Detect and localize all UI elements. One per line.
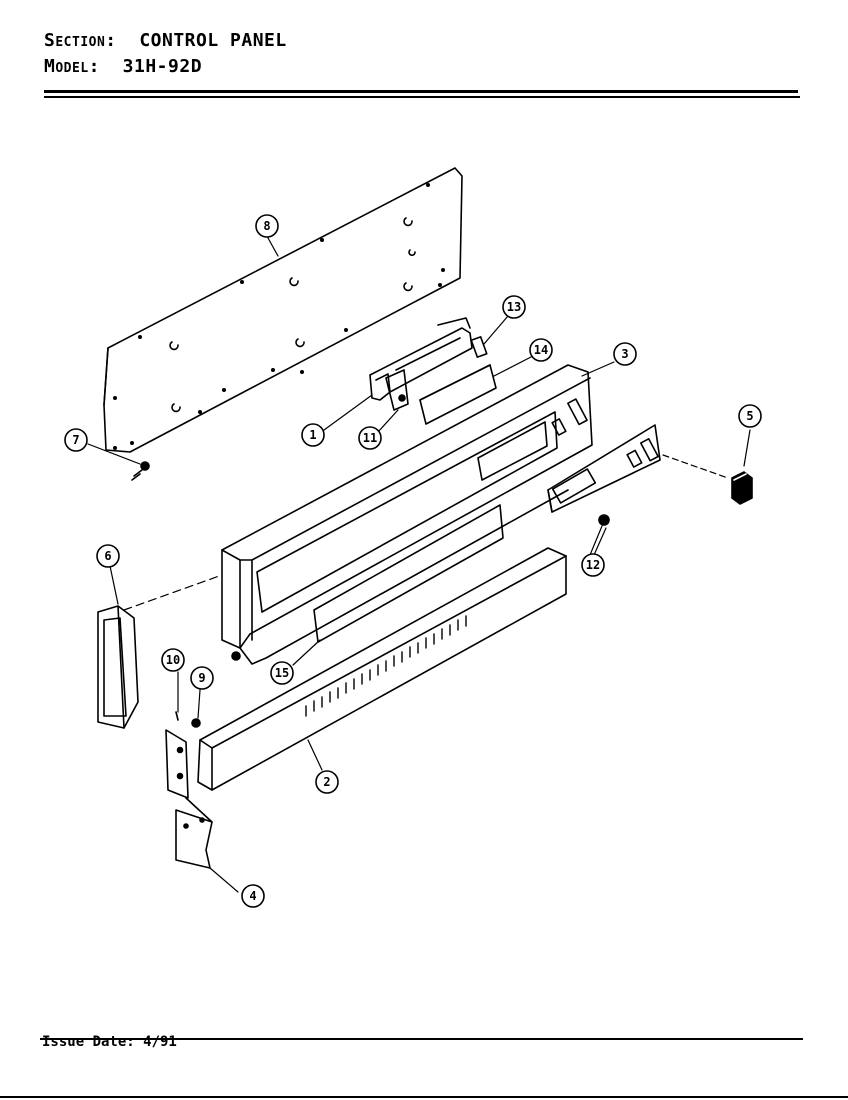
callout-5: 5 [738,404,762,428]
part-screw-7 [131,461,150,481]
callout-6: 6 [96,544,120,568]
part-vented-panel [197,547,567,791]
callout-1: 1 [301,423,325,447]
model-heading: Model: 31H-92D [44,56,202,77]
part-back-panel [103,167,463,453]
callout-10-label: 10 [166,653,180,667]
part-console-housing [221,364,593,665]
callout-13: 13 [502,295,526,319]
part-side-trim [97,605,139,729]
callout-14: 14 [529,338,553,362]
callout-2: 2 [315,770,339,794]
callout-2-label: 2 [323,775,330,789]
part-switch-bracket [369,317,488,411]
part-mounting-bracket [165,729,213,869]
callout-11: 11 [358,426,382,450]
part-lens-strip [313,504,504,643]
callout-12: 12 [581,553,605,577]
callout-4: 4 [241,884,265,908]
callout-6-label: 6 [104,549,111,563]
callout-12-label: 12 [586,558,600,572]
callout-3: 3 [613,342,637,366]
section-title: CONTROL PANEL [139,30,287,51]
header-rule-top [44,90,798,93]
issue-date: Issue Date: 4/91 [42,1034,177,1050]
callout-15-label: 15 [275,666,289,680]
callout-4-label: 4 [249,889,256,903]
callout-11-label: 11 [363,431,377,445]
model-number: 31H-92D [122,56,203,77]
header-rule-bottom [44,96,800,98]
section-heading: Section: CONTROL PANEL [44,30,287,51]
callout-15: 15 [270,661,294,685]
leader-lines [87,237,751,893]
callout-7: 7 [64,428,88,452]
callout-14-label: 14 [534,343,548,357]
model-label: Model: [44,56,100,77]
footer-rule [40,1038,803,1040]
callout-13-label: 13 [507,300,521,314]
callout-8: 8 [255,214,279,238]
part-faceplate-overlay [547,424,661,526]
part-display-window [419,364,491,401]
part-screws-9-10 [175,711,201,728]
callout-3-label: 3 [621,347,628,361]
section-label: Section: [44,30,117,51]
callout-9: 9 [190,666,214,690]
callout-8-label: 8 [263,219,270,233]
page-bottom-edge [0,1096,848,1098]
callout-5-label: 5 [746,409,753,423]
callout-10: 10 [161,648,185,672]
callout-1-label: 1 [309,428,316,442]
callout-7-label: 7 [72,433,79,447]
part-knob [731,471,753,505]
callout-9-label: 9 [198,671,205,685]
